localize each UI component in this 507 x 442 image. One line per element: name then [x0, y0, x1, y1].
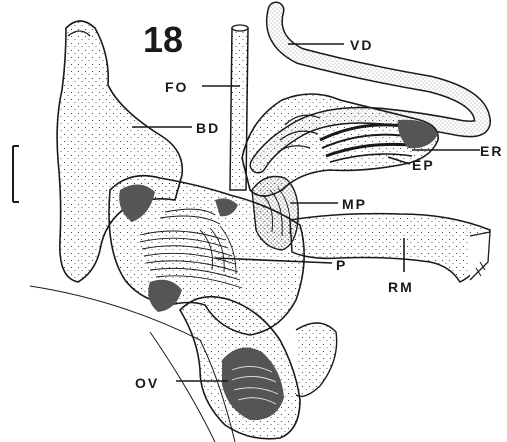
- label-ep: EP: [412, 157, 435, 173]
- label-ov: OV: [135, 375, 159, 391]
- label-vd: VD: [350, 37, 373, 53]
- label-bd: BD: [196, 120, 220, 136]
- label-p: P: [336, 257, 345, 273]
- figure-number: 18: [143, 19, 183, 60]
- oviduct-loop: [296, 323, 337, 396]
- label-rm: RM: [388, 279, 414, 295]
- scale-bar: [13, 146, 19, 202]
- label-fo: FO: [165, 79, 188, 95]
- label-er: ER: [480, 143, 503, 159]
- label-mp: MP: [342, 196, 367, 212]
- retractor-muscle: [290, 214, 490, 282]
